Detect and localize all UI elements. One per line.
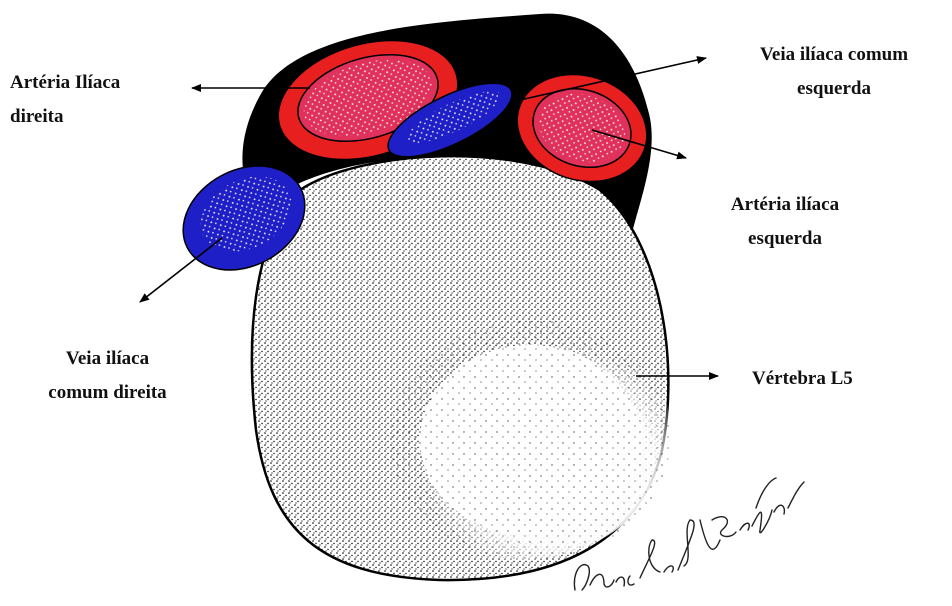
label-right-common-iliac-vein-line1: Veia ilíaca [15,342,200,376]
label-vertebra-l5: Vértebra L5 [752,362,853,396]
label-left-iliac-artery-line2: esquerda [690,222,880,256]
label-right-common-iliac-vein: Veia ilíaca comum direita [15,342,200,410]
label-vertebra-l5-text: Vértebra L5 [752,362,853,396]
label-left-common-iliac-vein-line1: Veia ilíaca comum [720,38,948,72]
label-right-iliac-artery-line2: direita [10,100,120,134]
label-right-iliac-artery-line1: Artéria Ilíaca [10,66,120,100]
label-left-common-iliac-vein-line2: esquerda [720,72,948,106]
label-right-iliac-artery: Artéria Ilíaca direita [10,66,120,134]
label-left-common-iliac-vein: Veia ilíaca comum esquerda [720,38,948,106]
arrow-right-common-iliac-vein [140,238,222,302]
label-right-common-iliac-vein-line2: comum direita [15,376,200,410]
label-left-iliac-artery-line1: Artéria ilíaca [690,188,880,222]
label-left-iliac-artery: Artéria ilíaca esquerda [690,188,880,256]
vertebra-l5 [252,156,670,580]
